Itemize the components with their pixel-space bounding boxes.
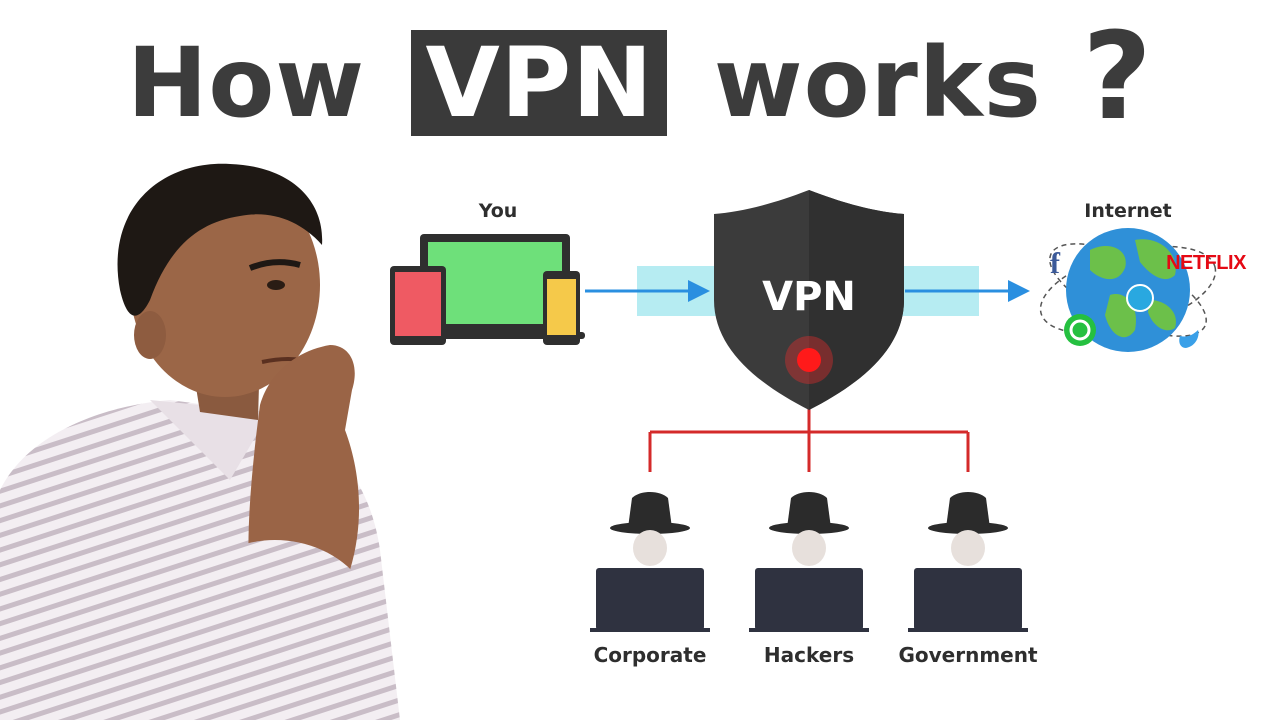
vpn-label: VPN (762, 274, 856, 320)
hackers-label: Hackers (763, 643, 855, 667)
vpn-shield-icon (714, 190, 904, 410)
facebook-icon: f (1050, 247, 1060, 280)
skype-icon (1126, 284, 1154, 312)
laptop-icon (405, 234, 585, 339)
internet-label: Internet (1084, 200, 1172, 222)
spy-icon-corporate (590, 492, 710, 632)
you-label: You (478, 200, 518, 222)
phone-icon (543, 271, 580, 345)
whatsapp-icon (1064, 314, 1096, 346)
tablet-icon (390, 266, 446, 345)
thinking-person (0, 163, 400, 720)
arrow-to-internet (905, 280, 1030, 302)
title-highlight: VPN (411, 30, 668, 136)
spy-icon-government (908, 492, 1028, 632)
title-question-mark: ? (1082, 8, 1153, 147)
spy-icon-hackers (749, 492, 869, 632)
page-title: How VPN works ? (0, 18, 1280, 148)
title-suffix: works (713, 27, 1042, 139)
arrow-to-vpn (585, 280, 710, 302)
twitter-icon (1179, 330, 1199, 348)
government-label: Government (898, 643, 1038, 667)
corporate-label: Corporate (593, 643, 707, 667)
netflix-logo: NETFLIX (1166, 252, 1246, 274)
title-prefix: How (127, 27, 366, 139)
